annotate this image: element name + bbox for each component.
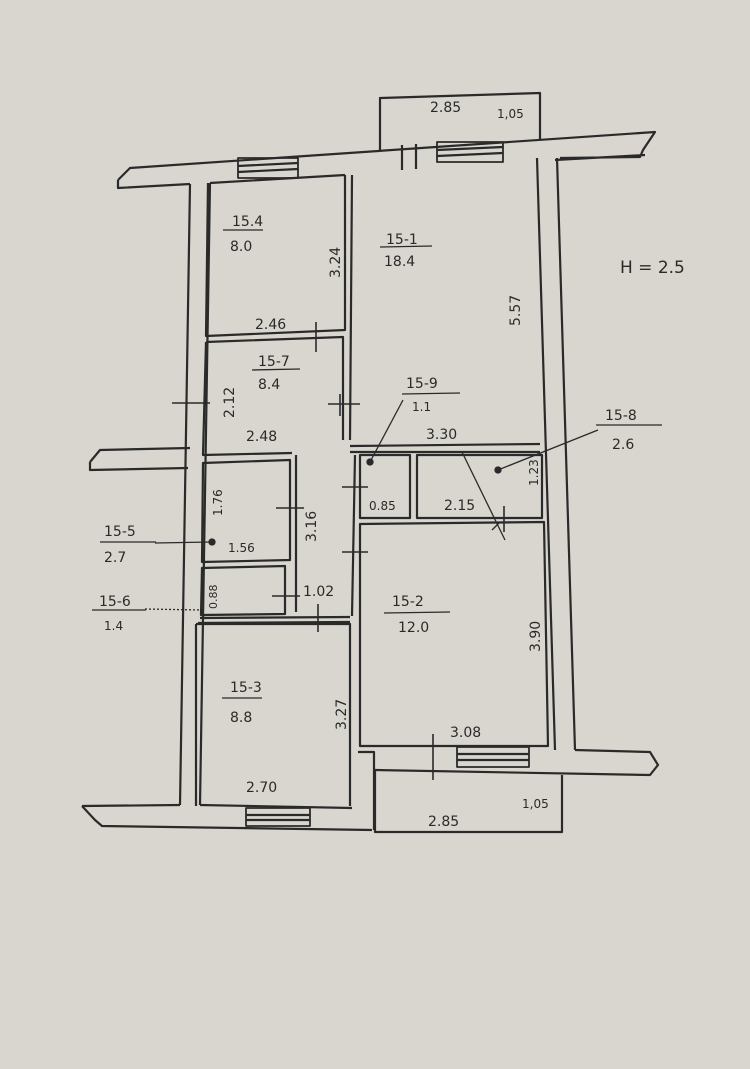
- window-top-right: [436, 141, 504, 163]
- labels: H = 2.5 2.85 1,05 15.4 8.0 3.24 2.46 15-…: [99, 100, 685, 830]
- room-15-5-id: 15-5: [104, 524, 136, 540]
- window-top-right-glass: [436, 145, 504, 152]
- room-15-8-walls: [415, 453, 544, 520]
- room-15-3-area: 8.8: [230, 710, 252, 726]
- room-15-5-width: 1.56: [228, 541, 255, 555]
- window-bottom-left: [245, 807, 311, 827]
- room-15-7-id: 15-7: [258, 354, 290, 370]
- height-note: H = 2.5: [620, 258, 685, 278]
- balcony-top-length: 2.85: [430, 100, 461, 116]
- door-marks: [172, 322, 505, 780]
- balcony-bottom-length: 2.85: [428, 814, 459, 830]
- room-15-8-height: 1.23: [527, 459, 541, 486]
- room-15-5-height: 1.76: [211, 489, 225, 516]
- balcony-top-depth: 1,05: [497, 107, 524, 121]
- room-15-1-area: 18.4: [384, 254, 415, 270]
- room-15-1-id: 15-1: [386, 232, 418, 248]
- exterior-wall-right: [535, 157, 577, 751]
- room-15-5-walls: [200, 458, 292, 564]
- room-15-7-width: 2.48: [246, 429, 277, 445]
- room-15-6-walls: [199, 564, 287, 617]
- room-15-6-area: 1.4: [104, 619, 123, 633]
- room-15-2-id: 15-2: [392, 594, 424, 610]
- room-15-3-height: 3.27: [334, 699, 350, 730]
- room-15-7-area: 8.4: [258, 377, 280, 393]
- walls: [81, 91, 660, 834]
- room-15-8-id: 15-8: [605, 408, 637, 424]
- room-15-8-area: 2.6: [612, 437, 634, 453]
- room-15-3-id: 15-3: [230, 680, 262, 696]
- window-top-left-glass: [237, 161, 299, 168]
- room-15-3-width: 2.70: [246, 780, 277, 796]
- room-15-6-id: 15-6: [99, 594, 131, 610]
- room-15-9-area: 1.1: [412, 400, 431, 414]
- room-15-5-area: 2.7: [104, 550, 126, 566]
- room-15-4-area: 8.0: [230, 239, 252, 255]
- leader-lines: [92, 229, 662, 699]
- room-15-7-walls: [201, 335, 345, 457]
- room-15-1-walls: [349, 442, 541, 454]
- room-15-4-id: 15.4: [232, 214, 263, 230]
- exterior-wall-left: [178, 182, 212, 806]
- room-15-9-id: 15-9: [406, 376, 438, 392]
- room-15-7-height: 2.12: [222, 387, 238, 418]
- exterior-wall-bottom-left: [81, 803, 373, 832]
- corridor-walls: [197, 454, 357, 625]
- room-15-1-width: 3.30: [426, 427, 457, 443]
- room-15-2-height: 3.90: [528, 621, 544, 652]
- room-15-2-width: 3.08: [450, 725, 481, 741]
- balcony-bottom-depth: 1,05: [522, 797, 549, 811]
- room-15-9-walls: [358, 453, 412, 520]
- exterior-wall-bottom-right: [374, 748, 660, 777]
- room-15-9-width: 0.85: [369, 499, 396, 513]
- exterior-wall-top: [116, 130, 657, 190]
- balcony-top: [378, 91, 542, 150]
- room-15-3-walls: [194, 622, 352, 806]
- room-15-4-height: 3.24: [328, 247, 344, 278]
- room-15-4-walls: [204, 174, 354, 441]
- room-15-2-walls: [358, 520, 550, 748]
- room-15-4-width: 2.46: [255, 317, 286, 333]
- exterior-wall-left-stub: [88, 446, 191, 472]
- window-top-left: [237, 157, 299, 179]
- room-15-6-height: 0.88: [207, 585, 220, 610]
- stair-gap-walls: [358, 750, 376, 830]
- room-15-8-width: 2.15: [444, 498, 475, 514]
- room-15-1-height: 5.57: [508, 295, 524, 326]
- room-15-2-area: 12.0: [398, 620, 429, 636]
- corridor-length: 3.16: [304, 511, 320, 542]
- room-15-6-width: 1.02: [303, 584, 334, 600]
